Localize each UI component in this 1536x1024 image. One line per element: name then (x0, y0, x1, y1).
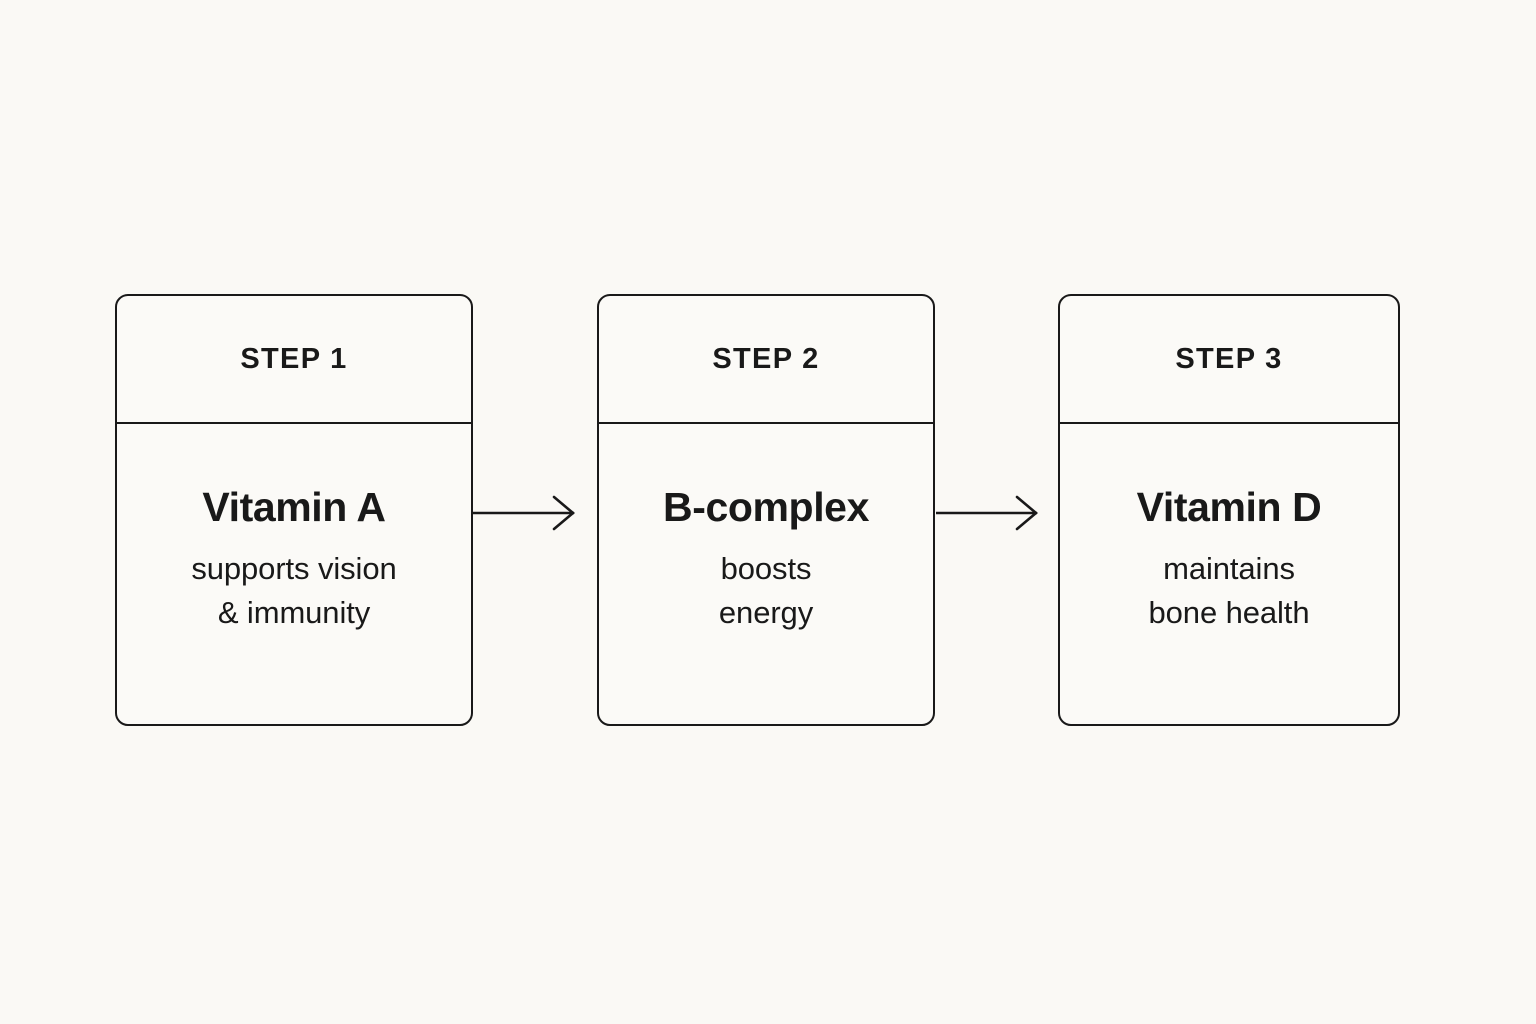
step-card-2-description: boosts energy (718, 551, 814, 631)
step-card-3-step-label: STEP 3 (1175, 342, 1283, 375)
arrow-right-icon (473, 495, 576, 531)
step-card-3-header: STEP 3 (1060, 296, 1398, 424)
step-card-2-header: STEP 2 (599, 296, 933, 424)
step-card-3-title: Vitamin D (1136, 484, 1322, 530)
step-card-2-body: B-complex boosts energy (599, 424, 933, 724)
step-card-2-step-label: STEP 2 (712, 342, 820, 375)
step-card-1-description: supports vision & immunity (191, 551, 397, 631)
connector-arrow-2 (936, 493, 1057, 533)
connector-arrow-1 (473, 493, 595, 533)
step-card-1-body: Vitamin A supports vision & immunity (117, 424, 471, 724)
step-card-1[interactable]: STEP 1 Vitamin A supports vision & immun… (115, 294, 473, 726)
arrow-right-icon (936, 495, 1039, 531)
step-card-2-title: B-complex (662, 484, 869, 530)
step-card-3-body: Vitamin D maintains bone health (1060, 424, 1398, 724)
step-card-1-step-label: STEP 1 (240, 342, 348, 375)
step-card-3-description: maintains bone health (1148, 551, 1310, 631)
step-card-2[interactable]: STEP 2 B-complex boosts energy (597, 294, 935, 726)
step-card-1-header: STEP 1 (117, 296, 471, 424)
step-card-1-title: Vitamin A (202, 484, 386, 530)
step-card-3[interactable]: STEP 3 Vitamin D maintains bone health (1058, 294, 1400, 726)
